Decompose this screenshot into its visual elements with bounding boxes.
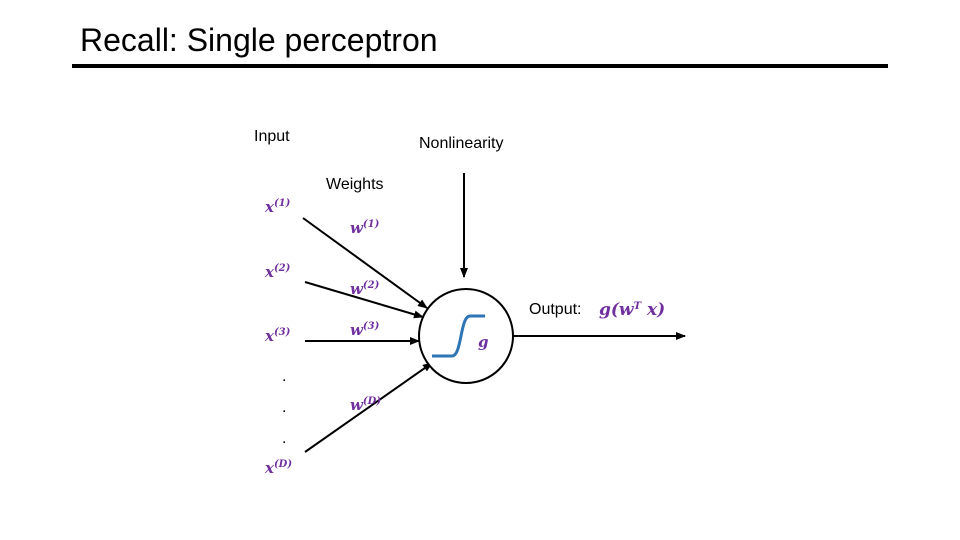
input-label: Input [254,128,290,145]
title-underline [72,64,888,68]
input-edge-d [304,362,433,453]
output-label: Output: [529,301,582,318]
sigmoid-curve [432,314,485,358]
weights-label: Weights [326,176,384,193]
ellipsis-dot: . [282,430,287,447]
slide-title: Recall: Single perceptron [80,22,438,58]
activation-g-label: g [478,333,489,351]
weight-w1: w(1) [350,219,380,237]
weight-w3: w(3) [350,321,380,339]
input-edge-2 [304,281,424,319]
input-x3: x(3) [265,327,291,345]
input-x1: x(1) [265,198,291,216]
output-expression: g(wT x) [599,300,666,320]
input-edge-1 [302,217,428,309]
weight-wd: w(D) [350,396,382,414]
neuron-node [418,288,514,384]
weight-w2: w(2) [350,280,380,298]
ellipsis-dot: . [282,399,287,416]
ellipsis-dot: . [282,368,287,385]
input-xd: x(D) [265,459,293,477]
nonlinearity-label: Nonlinearity [419,135,504,152]
input-x2: x(2) [265,263,291,281]
